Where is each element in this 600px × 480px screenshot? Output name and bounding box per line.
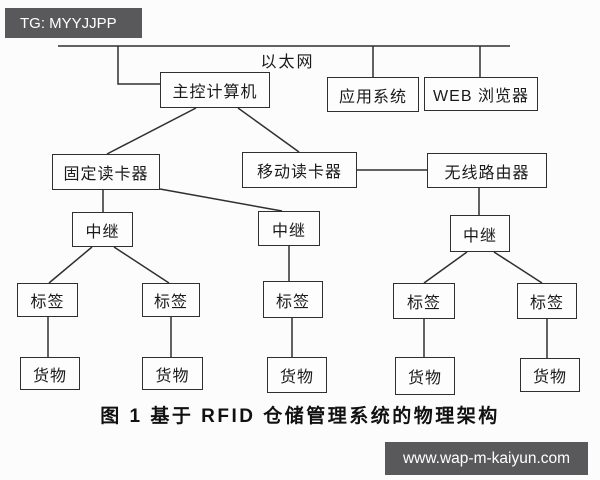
- watermark-top-text: TG: MYYJJPP: [20, 14, 117, 32]
- node-mobile-reader: 移动读卡器: [242, 152, 357, 188]
- figure-caption: 图 1 基于 RFID 仓储管理系统的物理架构: [100, 406, 500, 427]
- edge-main-to-mobile-reader: [237, 107, 300, 153]
- node-goods-1: 货物: [20, 357, 80, 390]
- watermark-top-banner: TG: MYYJJPP: [5, 8, 142, 38]
- edge-main-to-fixed-reader: [106, 107, 197, 155]
- node-tag-1: 标签: [17, 283, 78, 317]
- edge-repeater1-to-tag2: [113, 246, 170, 284]
- node-tag-3: 标签: [263, 281, 323, 318]
- watermark-bottom-banner: www.wap-m-kaiyun.com: [385, 442, 588, 475]
- node-repeater-1: 中继: [72, 212, 133, 247]
- node-wireless-router: 无线路由器: [427, 153, 547, 188]
- node-tag-2: 标签: [142, 283, 200, 317]
- edge-repeater3-to-tag5: [493, 251, 543, 284]
- node-repeater-2: 中继: [258, 211, 320, 246]
- node-goods-2: 货物: [142, 357, 203, 390]
- node-goods-5: 货物: [520, 358, 580, 392]
- node-goods-4: 货物: [395, 357, 455, 395]
- node-fixed-reader: 固定读卡器: [52, 154, 160, 190]
- watermark-bottom-text: www.wap-m-kaiyun.com: [402, 449, 571, 467]
- node-tag-4: 标签: [393, 283, 455, 319]
- node-main-computer: 主控计算机: [160, 72, 270, 108]
- node-goods-3: 货物: [267, 357, 327, 393]
- node-repeater-3: 中继: [450, 215, 510, 252]
- node-web-browser: WEB 浏览器: [424, 77, 538, 111]
- edge-repeater1-to-tag1: [48, 246, 93, 284]
- node-tag-5: 标签: [517, 283, 577, 319]
- edge-bus-to-main-computer: [117, 46, 160, 85]
- edge-fixed-reader-to-repeater-2: [159, 188, 283, 212]
- edge-repeater3-to-tag4: [423, 251, 468, 284]
- ethernet-label: 以太网: [260, 54, 315, 71]
- node-app-system: 应用系统: [327, 77, 419, 112]
